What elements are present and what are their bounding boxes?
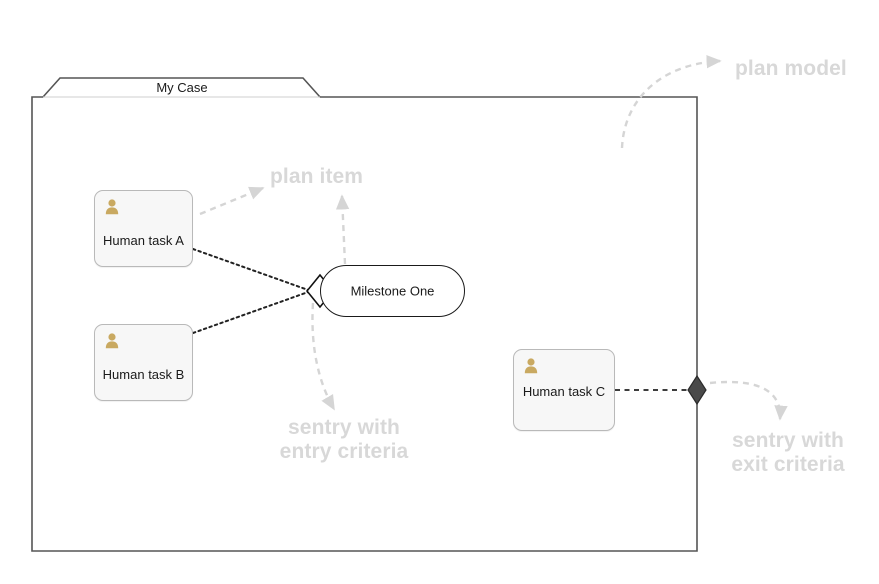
connector-task-b-to-sentry — [192, 290, 312, 334]
milestone-one-label: Milestone One — [350, 283, 435, 299]
annotation-sentry-entry: sentry with entry criteria — [256, 416, 432, 464]
human-task-b[interactable]: Human task B — [94, 324, 193, 401]
human-task-c[interactable]: Human task C — [513, 349, 615, 431]
annotation-sentry-entry-line-2: entry criteria — [279, 440, 409, 463]
annotation-sentry-exit-line-1: sentry with — [732, 429, 844, 452]
annotation-sentry-exit-line-2: exit criteria — [731, 453, 845, 476]
milestone-one[interactable]: Milestone One — [320, 265, 465, 317]
case-plan-model-title: My Case — [156, 80, 208, 95]
human-task-b-label: Human task B — [102, 367, 185, 382]
callout-arrow-sentry-entry — [311, 302, 336, 411]
annotation-sentry-exit: sentry with exit criteria — [700, 429, 876, 477]
person-icon — [524, 358, 538, 374]
human-task-a[interactable]: Human task A — [94, 190, 193, 267]
annotation-plan-model: plan model — [735, 57, 847, 80]
annotation-plan-item: plan item — [270, 165, 364, 188]
human-task-a-label: Human task A — [103, 233, 184, 248]
connector-task-a-to-sentry — [192, 248, 312, 292]
callout-arrow-sentry-exit — [709, 380, 788, 421]
exit-sentry-diamond[interactable] — [687, 374, 707, 406]
human-task-c-label: Human task C — [522, 384, 606, 399]
person-icon — [105, 199, 119, 215]
callout-arrow-plan-item-task — [199, 186, 265, 216]
annotation-sentry-entry-line-1: sentry with — [288, 416, 400, 439]
callout-arrow-plan-item-milestone — [335, 194, 350, 265]
callout-arrow-plan-model — [620, 54, 722, 149]
person-icon — [105, 333, 119, 349]
